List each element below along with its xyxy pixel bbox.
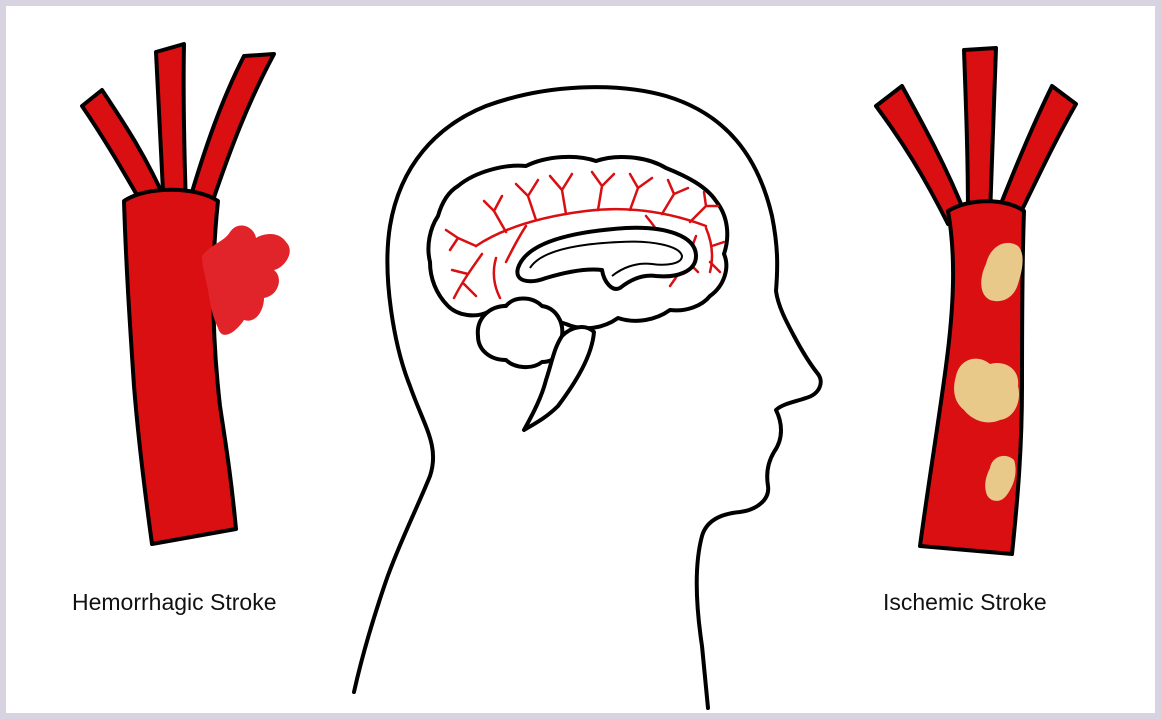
ischemic-stroke-label: Ischemic Stroke (883, 589, 1047, 616)
right-vessel-branch-middle (964, 48, 996, 218)
cerebellum (478, 299, 563, 368)
ischemic-vessel-icon (876, 48, 1076, 554)
hemorrhagic-vessel-icon (82, 44, 290, 544)
hemorrhagic-stroke-label: Hemorrhagic Stroke (72, 589, 277, 616)
left-vessel-branch-right (189, 54, 274, 206)
brain-icon (428, 157, 727, 430)
diagram-canvas: Hemorrhagic Stroke Ischemic Stroke (6, 6, 1155, 713)
right-vessel-branch-left (876, 86, 966, 224)
